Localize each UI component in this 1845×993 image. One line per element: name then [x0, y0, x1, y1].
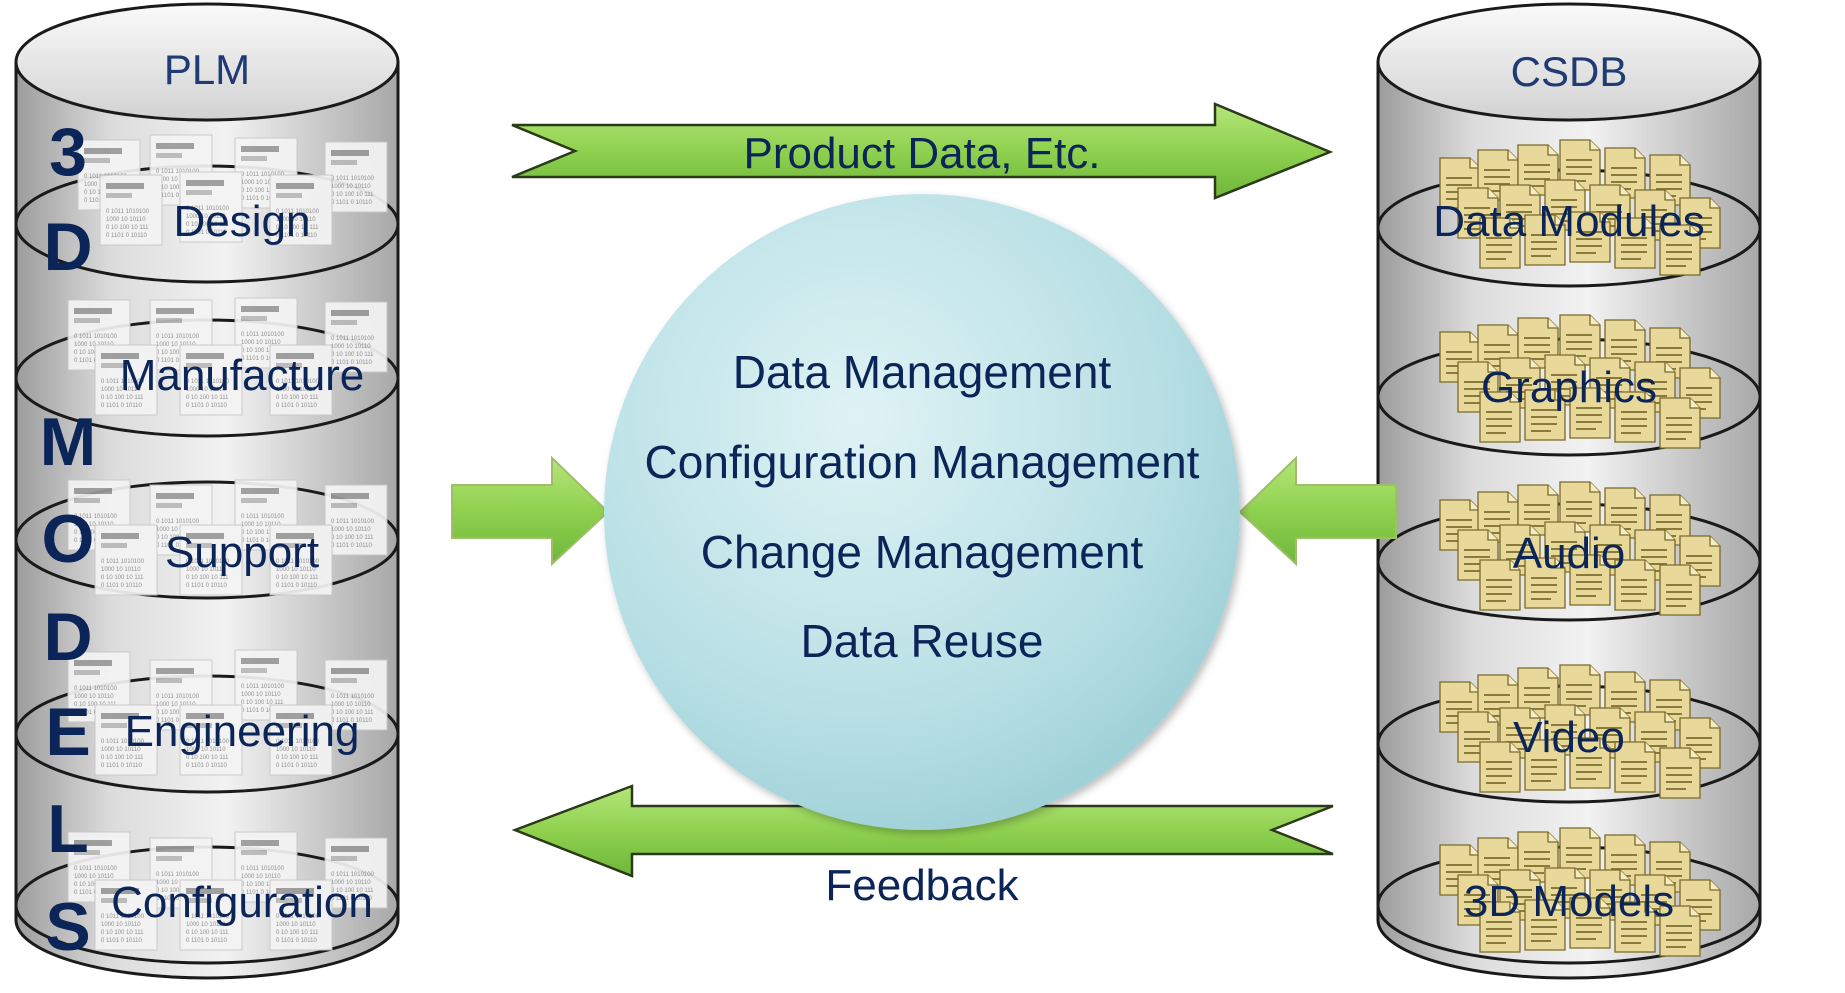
vertical-letter: S — [45, 889, 90, 965]
hub-item-data-reuse: Data Reuse — [801, 615, 1044, 667]
csdb-layer-graphics: Graphics — [1481, 363, 1657, 412]
csdb-layer-data-modules: Data Modules — [1433, 197, 1704, 246]
plm-layer-configuration: Configuration — [111, 878, 373, 927]
hub-item-data-management: Data Management — [733, 346, 1112, 398]
plm-layer-support: Support — [165, 528, 319, 577]
csdb-layer-3d-models: 3D Models — [1464, 877, 1674, 926]
plm-cylinder: PLM Design — [14, 2, 400, 980]
csdb-layer-video: Video — [1513, 713, 1625, 762]
vertical-letter: D — [43, 209, 92, 285]
vertical-letter: D — [43, 599, 92, 675]
plm-layer-manufacture: Manufacture — [120, 351, 365, 400]
csdb-to-hub-arrow — [1238, 455, 1397, 567]
vertical-letter: O — [42, 501, 95, 577]
plm-to-hub-arrow — [451, 455, 610, 567]
csdb-title: CSDB — [1511, 48, 1628, 95]
hub-item-configuration-management: Configuration Management — [645, 436, 1200, 488]
hub-item-change-management: Change Management — [701, 526, 1144, 578]
csdb-cylinder: CSDB — [1376, 2, 1762, 980]
feedback-arrow: Feedback — [511, 784, 1334, 910]
vertical-letter: M — [40, 404, 97, 480]
data-management-hub: Data Management Configuration Management… — [604, 194, 1240, 830]
vertical-letter: L — [47, 791, 89, 867]
plm-layer-engineering: Engineering — [125, 707, 360, 756]
plm-title: PLM — [164, 46, 250, 93]
csdb-layer-audio: Audio — [1513, 529, 1626, 578]
vertical-3d-models-label: 3 D M O D E L S — [40, 114, 97, 965]
feedback-label: Feedback — [825, 861, 1019, 910]
product-data-label: Product Data, Etc. — [743, 129, 1100, 178]
product-data-arrow: Product Data, Etc. — [511, 102, 1334, 200]
vertical-letter: E — [45, 694, 90, 770]
vertical-letter: 3 — [49, 114, 87, 190]
plm-layer-design: Design — [174, 197, 311, 246]
